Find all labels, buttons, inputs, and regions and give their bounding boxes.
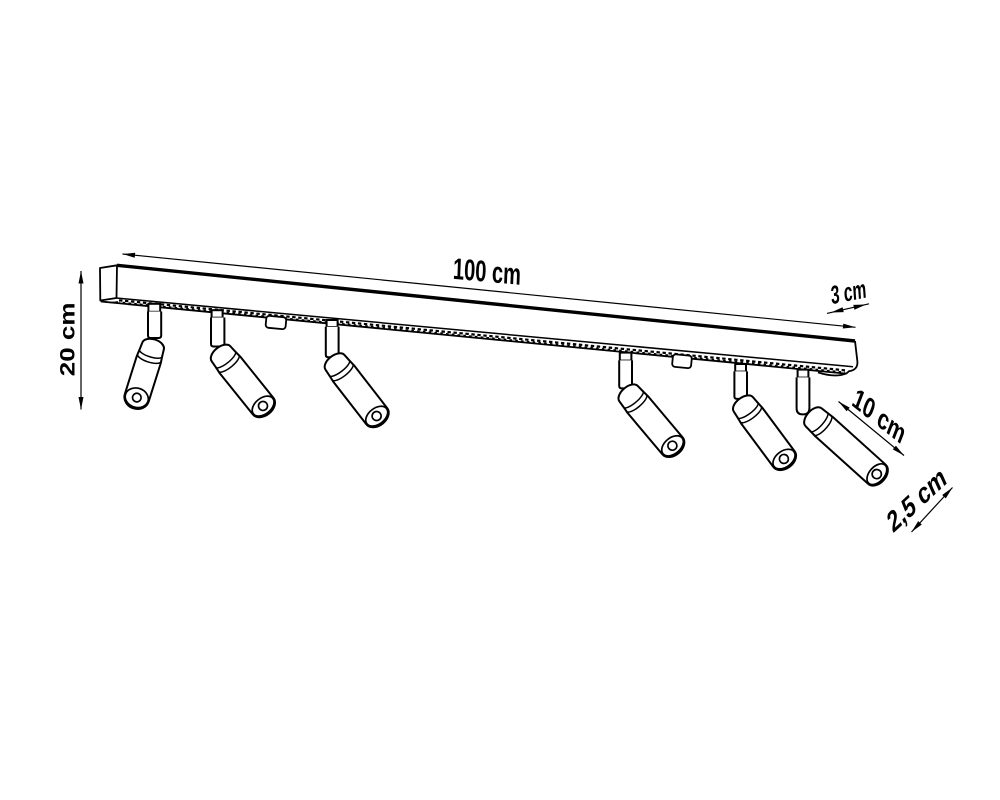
svg-text:20 cm: 20 cm [56,303,80,377]
svg-text:100 cm: 100 cm [452,253,521,292]
svg-text:3 cm: 3 cm [830,274,867,310]
